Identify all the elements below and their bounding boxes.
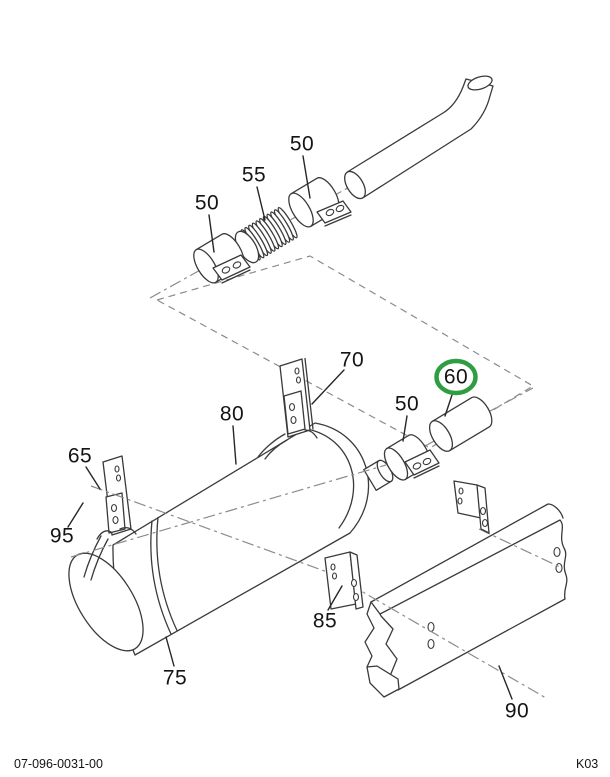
callout-50-tailpipe-clamp-rear[interactable]: 50: [289, 132, 315, 156]
callout-85-frame-bracket[interactable]: 85: [312, 609, 338, 633]
callout-65-hanger-bracket-left[interactable]: 65: [67, 444, 93, 468]
muffler: [68, 422, 394, 656]
callout-70-hanger-bracket-top[interactable]: 70: [339, 348, 365, 372]
tailpipe-clamp-front: [193, 233, 251, 284]
callout-90-frame-rail[interactable]: 90: [504, 699, 530, 723]
hanger-bracket-left: [96, 455, 137, 540]
drawing-number: 07-096-0031-00: [14, 757, 103, 771]
frame-bracket-lower: [324, 551, 364, 610]
muffler-strap: [83, 535, 109, 581]
outlet-clamp: [383, 434, 440, 481]
callout-50-outlet-clamp[interactable]: 50: [394, 392, 420, 416]
callout-55-flex-coupling[interactable]: 55: [241, 163, 267, 187]
callout-80-muffler-body[interactable]: 80: [219, 402, 245, 426]
tailpipe-elbow: [344, 75, 494, 200]
frame-bracket-upper: [453, 480, 490, 534]
tailpipe-clamp-rear: [288, 177, 352, 228]
frame-rail: [364, 503, 568, 698]
callout-95-muffler-strap[interactable]: 95: [49, 524, 75, 548]
flex-coupling-bellows: [234, 206, 298, 264]
callout-60-inlet-pipe-highlighted[interactable]: 60: [443, 365, 469, 389]
highlight-ring: [434, 358, 478, 396]
leader-lines: [67, 155, 513, 700]
callout-50-tailpipe-clamp-front[interactable]: 50: [194, 191, 220, 215]
callout-75-muffler-end-cap[interactable]: 75: [162, 666, 188, 690]
hanger-bracket-top: [257, 357, 318, 460]
dashed-plane-outline: [155, 255, 535, 449]
page-code: K03: [576, 757, 599, 771]
inlet-pipe: [428, 396, 493, 452]
